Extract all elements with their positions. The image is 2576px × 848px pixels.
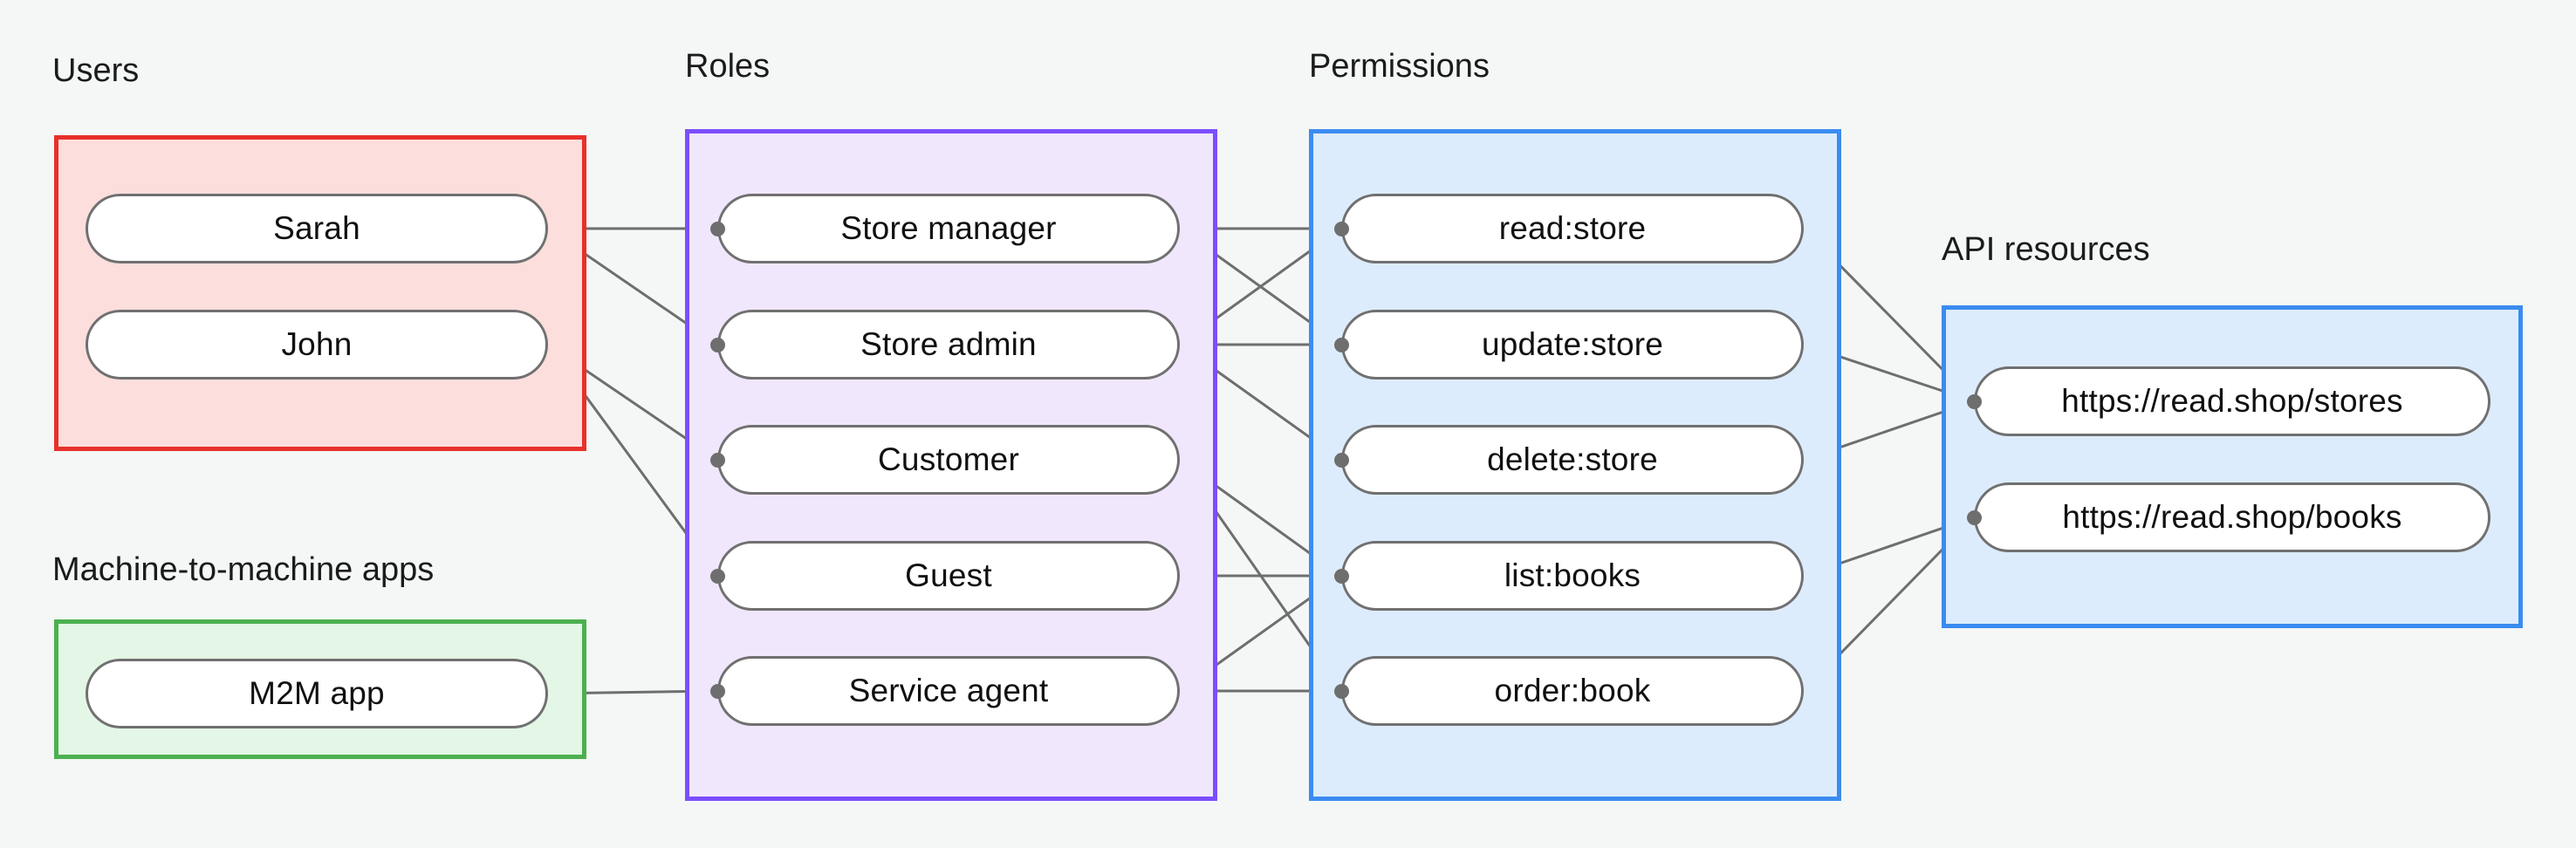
node-res-stores[interactable]: https://read.shop/stores bbox=[1974, 366, 2490, 436]
node-m2m-app[interactable]: M2M app bbox=[86, 659, 548, 728]
node-res-books[interactable]: https://read.shop/books bbox=[1974, 482, 2490, 552]
node-list-books[interactable]: list:books bbox=[1341, 541, 1804, 611]
group-label-users: Users bbox=[52, 52, 140, 89]
node-order-book[interactable]: order:book bbox=[1341, 656, 1804, 726]
node-customer[interactable]: Customer bbox=[717, 425, 1180, 495]
node-john[interactable]: John bbox=[86, 310, 548, 380]
node-guest[interactable]: Guest bbox=[717, 541, 1180, 611]
node-delete-store[interactable]: delete:store bbox=[1341, 425, 1804, 495]
node-update-store[interactable]: update:store bbox=[1341, 310, 1804, 380]
group-box-api-resources bbox=[1942, 305, 2523, 628]
node-read-store[interactable]: read:store bbox=[1341, 194, 1804, 263]
group-label-m2m: Machine-to-machine apps bbox=[52, 551, 435, 588]
node-store-admin[interactable]: Store admin bbox=[717, 310, 1180, 380]
group-box-users bbox=[54, 135, 586, 451]
group-label-permissions: Permissions bbox=[1309, 48, 1490, 85]
node-store-manager[interactable]: Store manager bbox=[717, 194, 1180, 263]
node-service-agent[interactable]: Service agent bbox=[717, 656, 1180, 726]
group-label-roles: Roles bbox=[685, 48, 771, 85]
node-sarah[interactable]: Sarah bbox=[86, 194, 548, 263]
group-label-api-resources: API resources bbox=[1942, 231, 2150, 268]
